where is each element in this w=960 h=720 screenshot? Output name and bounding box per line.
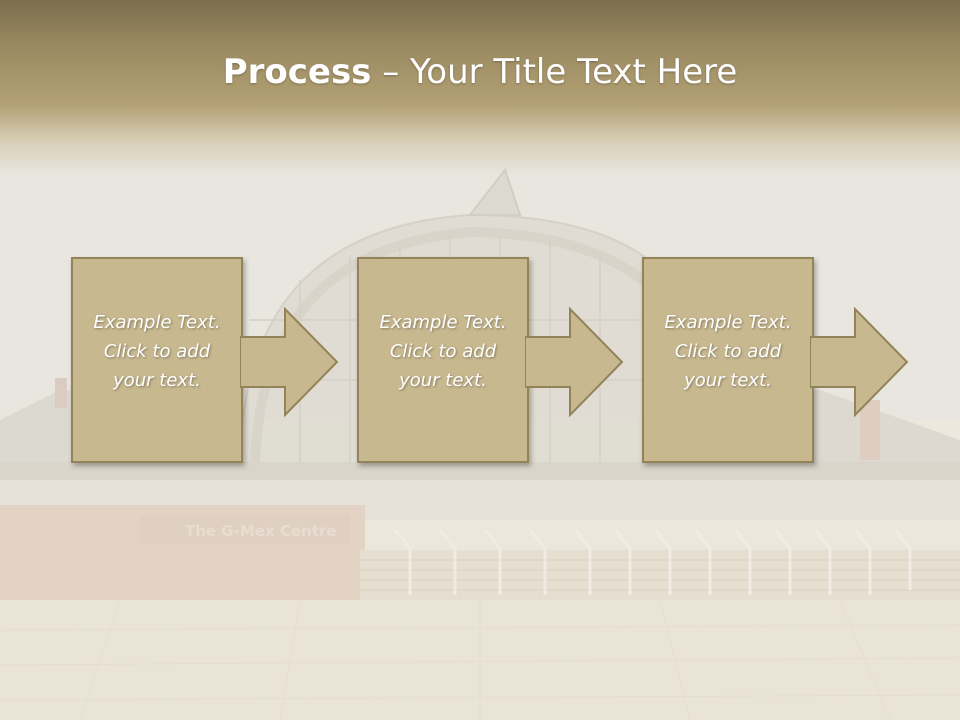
process-step-text-2[interactable]: Example Text. Click to add your text. <box>379 311 507 391</box>
title-rest: – Your Title Text Here <box>371 52 738 92</box>
arrow-right-icon <box>810 307 909 417</box>
process-step-box-2[interactable]: Example Text. Click to add your text. <box>357 257 529 463</box>
process-step-text-1[interactable]: Example Text. Click to add your text. <box>93 311 221 391</box>
process-step-text-3[interactable]: Example Text. Click to add your text. <box>664 311 792 391</box>
slide-title[interactable]: Process – Your Title Text Here <box>0 52 960 92</box>
arrow-right-icon <box>240 307 339 417</box>
title-band <box>0 0 960 175</box>
process-step-box-3[interactable]: Example Text. Click to add your text. <box>642 257 814 463</box>
arrow-right-icon <box>525 307 624 417</box>
process-step-box-1[interactable]: Example Text. Click to add your text. <box>71 257 243 463</box>
background-sign: The G-Mex Centre <box>185 522 336 540</box>
title-bold: Process <box>222 52 372 92</box>
